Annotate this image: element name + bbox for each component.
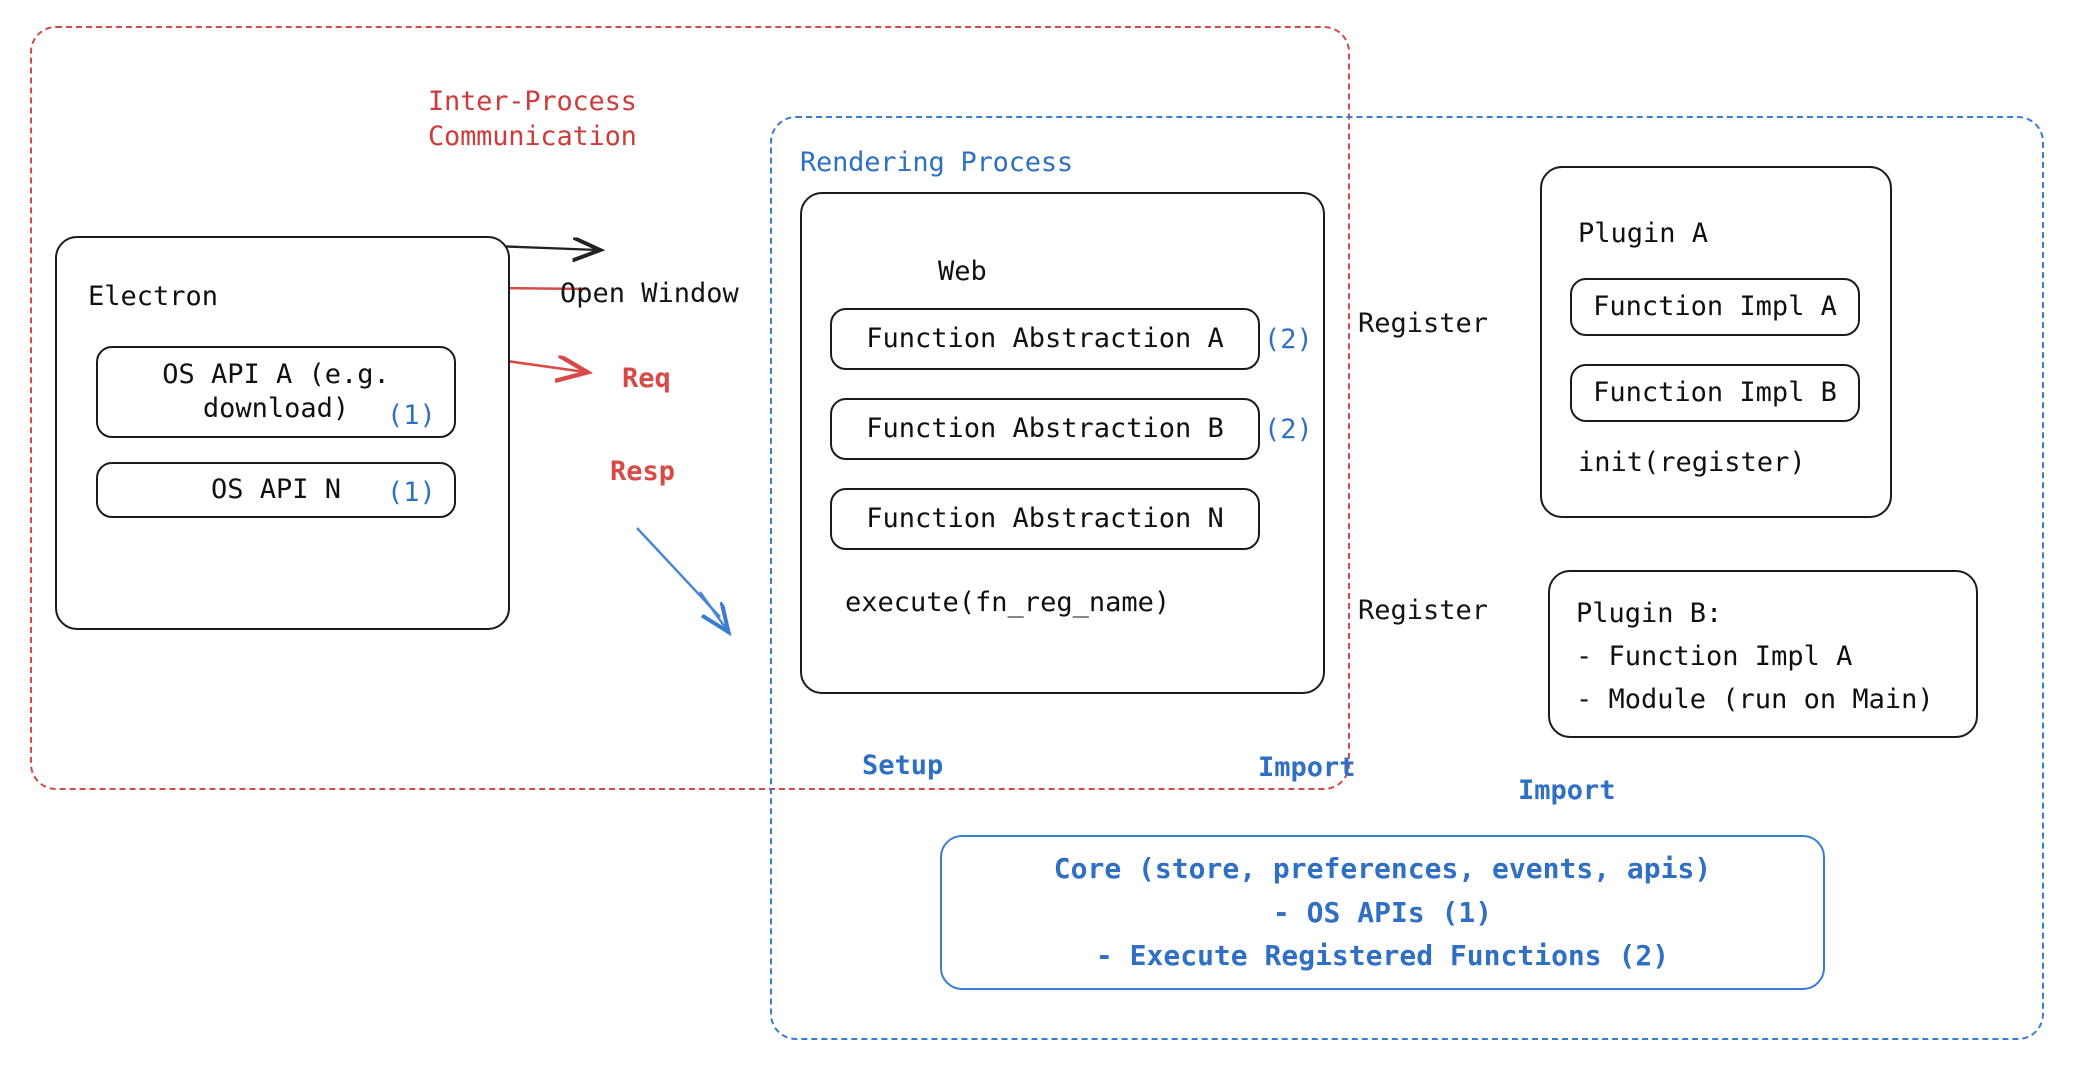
os-api-n-box[interactable]: OS API N	[96, 462, 456, 518]
os-api-n-label: OS API N	[210, 474, 342, 506]
group-label-inter-process-communication: Inter-Process Communication	[428, 86, 637, 152]
function-abstraction-a-box[interactable]: Function Abstraction A	[830, 308, 1260, 370]
plugin-b-box	[1548, 570, 1978, 738]
edge-label-open-window: Open Window	[560, 278, 739, 309]
edge-label-register-plugin-b: Register	[1358, 595, 1489, 626]
function-abstraction-b-label: Function Abstraction B	[866, 413, 1224, 445]
function-impl-b-label: Function Impl B	[1593, 377, 1837, 409]
os-api-a-label: OS API A (e.g. download)	[162, 359, 390, 424]
electron-title: Electron	[88, 281, 219, 312]
core-line-1: Core (store, preferences, events, apis)	[1053, 852, 1712, 886]
function-abstraction-n-label: Function Abstraction N	[866, 503, 1224, 535]
group-inter-process-communication	[30, 26, 1350, 790]
group-rendering-process	[770, 116, 2044, 1040]
group-label-rendering-process: Rendering Process	[800, 147, 1073, 178]
edge-label-import-plugin-b: Import	[1518, 775, 1616, 806]
edge-label-resp: Resp	[610, 456, 676, 487]
plugin-a-title: Plugin A	[1578, 218, 1709, 249]
core-box: Core (store, preferences, events, apis) …	[940, 835, 1825, 990]
core-line-2: - OS APIs (1)	[1272, 895, 1493, 929]
edge-label-import-web: Import	[1258, 752, 1356, 783]
function-abstraction-a-tag: (2)	[1264, 324, 1313, 355]
function-abstraction-n-box[interactable]: Function Abstraction N	[830, 488, 1260, 550]
os-api-a-box[interactable]: OS API A (e.g. download)	[96, 346, 456, 438]
edge-label-req: Req	[622, 363, 671, 394]
plugin-b-text: Plugin B: - Function Impl A - Module (ru…	[1576, 598, 1934, 716]
function-impl-b-box[interactable]: Function Impl B	[1570, 364, 1860, 422]
os-api-n-tag: (1)	[387, 477, 436, 508]
web-title: Web	[938, 256, 987, 287]
function-abstraction-b-box[interactable]: Function Abstraction B	[830, 398, 1260, 460]
plugin-a-init-label: init(register)	[1578, 447, 1806, 478]
os-api-a-tag: (1)	[387, 400, 436, 431]
function-impl-a-label: Function Impl A	[1593, 291, 1837, 323]
function-abstraction-b-tag: (2)	[1264, 414, 1313, 445]
plugin-a-box	[1540, 166, 1892, 518]
web-execute-label: execute(fn_reg_name)	[845, 587, 1171, 618]
function-abstraction-a-label: Function Abstraction A	[866, 323, 1224, 355]
edge-label-register-plugin-a: Register	[1358, 308, 1489, 339]
function-impl-a-box[interactable]: Function Impl A	[1570, 278, 1860, 336]
edge-label-setup: Setup	[862, 750, 944, 781]
core-line-3: - Execute Registered Functions (2)	[1095, 939, 1670, 973]
